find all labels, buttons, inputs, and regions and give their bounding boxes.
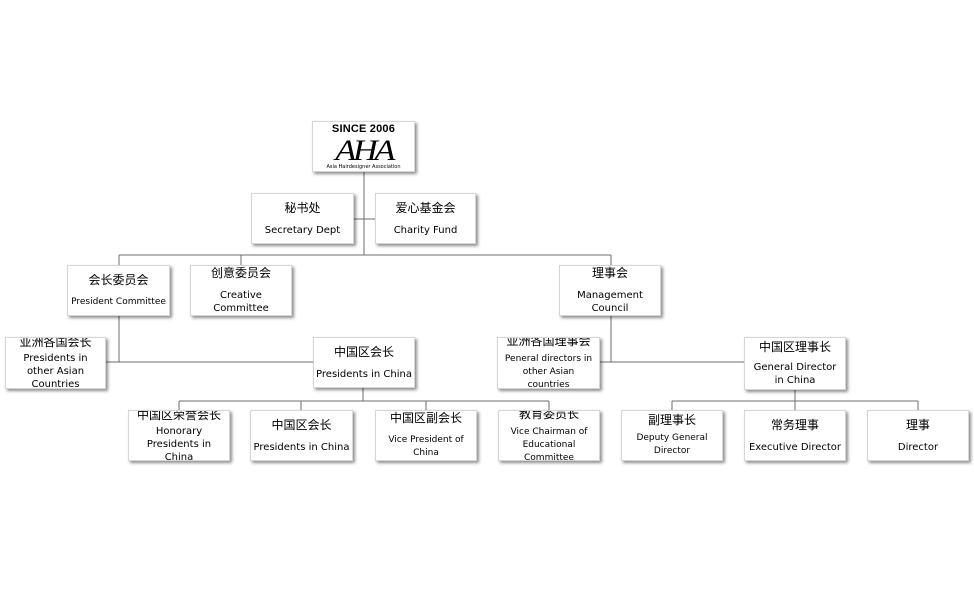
node-china-presidents-2-cn: 中国区会长 (271, 417, 332, 432)
node-asia-directors-en: Peneral directors in other Asian countri… (504, 354, 593, 389)
node-education: 教育委员长 Vice Chairman of Educational Commi… (498, 410, 600, 461)
node-asia-presidents-en: Presidents in other Asian Countries (23, 353, 88, 389)
node-director-cn: 理事 (905, 417, 930, 432)
node-asia-presidents: 亚洲各国会长 Presidents in other Asian Countri… (5, 337, 106, 389)
node-deputy-en: Deputy General Director (636, 433, 708, 456)
node-vice-president: 中国区副会长 Vice President of China (375, 410, 477, 461)
node-china-presidents: 中国区会长 Presidents in China (313, 337, 415, 388)
node-creative-en: Creative Committee (213, 290, 269, 314)
node-honorary-en: Honorary Presidents in China (146, 425, 212, 461)
node-china-general-director: 中国区理事长 General Director in China (744, 337, 846, 390)
node-creative-cn: 创意委员会 (210, 266, 271, 280)
node-creative: 创意委员会 Creative Committee (190, 265, 292, 316)
node-director: 理事 Director (867, 410, 969, 461)
node-president-committee: 会长委员会 President Committee (67, 265, 170, 316)
node-asia-directors-cn: 亚洲各国理事会 (506, 337, 591, 348)
node-executive-en: Executive Director (748, 441, 842, 453)
node-charity: 爱心基金会 Charity Fund (375, 193, 476, 244)
node-honorary: 中国区荣誉会长 Honorary Presidents in China (128, 410, 230, 461)
logo-box: SINCE 2006 AHA Asia Hairdesigner Associa… (312, 121, 415, 172)
node-vice-president-cn: 中国区副会长 (389, 411, 462, 425)
node-management: 理事会 Management Council (559, 265, 661, 316)
node-china-presidents-cn: 中国区会长 (333, 344, 394, 359)
node-asia-directors: 亚洲各国理事会 Peneral directors in other Asian… (497, 337, 600, 389)
node-vice-president-en: Vice President of China (388, 435, 464, 458)
node-education-cn: 教育委员长 (518, 410, 579, 421)
node-secretary-en: Secretary Dept (264, 224, 341, 236)
node-china-presidents-en: Presidents in China (316, 368, 412, 380)
node-secretary: 秘书处 Secretary Dept (251, 193, 354, 244)
node-asia-presidents-cn: 亚洲各国会长 (19, 337, 92, 349)
node-education-en: Vice Chairman of Educational Committee (510, 426, 588, 461)
node-charity-cn: 爱心基金会 (395, 200, 456, 215)
node-executive-cn: 常务理事 (770, 417, 819, 432)
node-management-cn: 理事会 (591, 266, 628, 280)
node-china-presidents-2: 中国区会长 Presidents in China (250, 410, 353, 461)
node-president-committee-en: President Committee (71, 296, 166, 307)
node-executive: 常务理事 Executive Director (744, 410, 846, 461)
node-director-en: Director (897, 441, 939, 453)
node-president-committee-cn: 会长委员会 (88, 272, 149, 287)
node-management-en: Management Council (577, 290, 643, 314)
node-charity-en: Charity Fund (393, 224, 458, 236)
node-china-presidents-2-en: Presidents in China (253, 441, 350, 453)
logo-subtitle: Asia Hairdesigner Association (326, 163, 401, 170)
node-china-general-director-en: General Director in China (753, 362, 837, 386)
logo-since: SINCE 2006 (331, 122, 396, 135)
node-honorary-cn: 中国区荣誉会长 (136, 410, 221, 422)
node-china-general-director-cn: 中国区理事长 (758, 340, 831, 354)
node-deputy: 副理事长 Deputy General Director (621, 410, 723, 461)
logo-mark: AHA (335, 133, 395, 167)
node-secretary-cn: 秘书处 (284, 200, 321, 215)
node-deputy-cn: 副理事长 (647, 413, 696, 427)
